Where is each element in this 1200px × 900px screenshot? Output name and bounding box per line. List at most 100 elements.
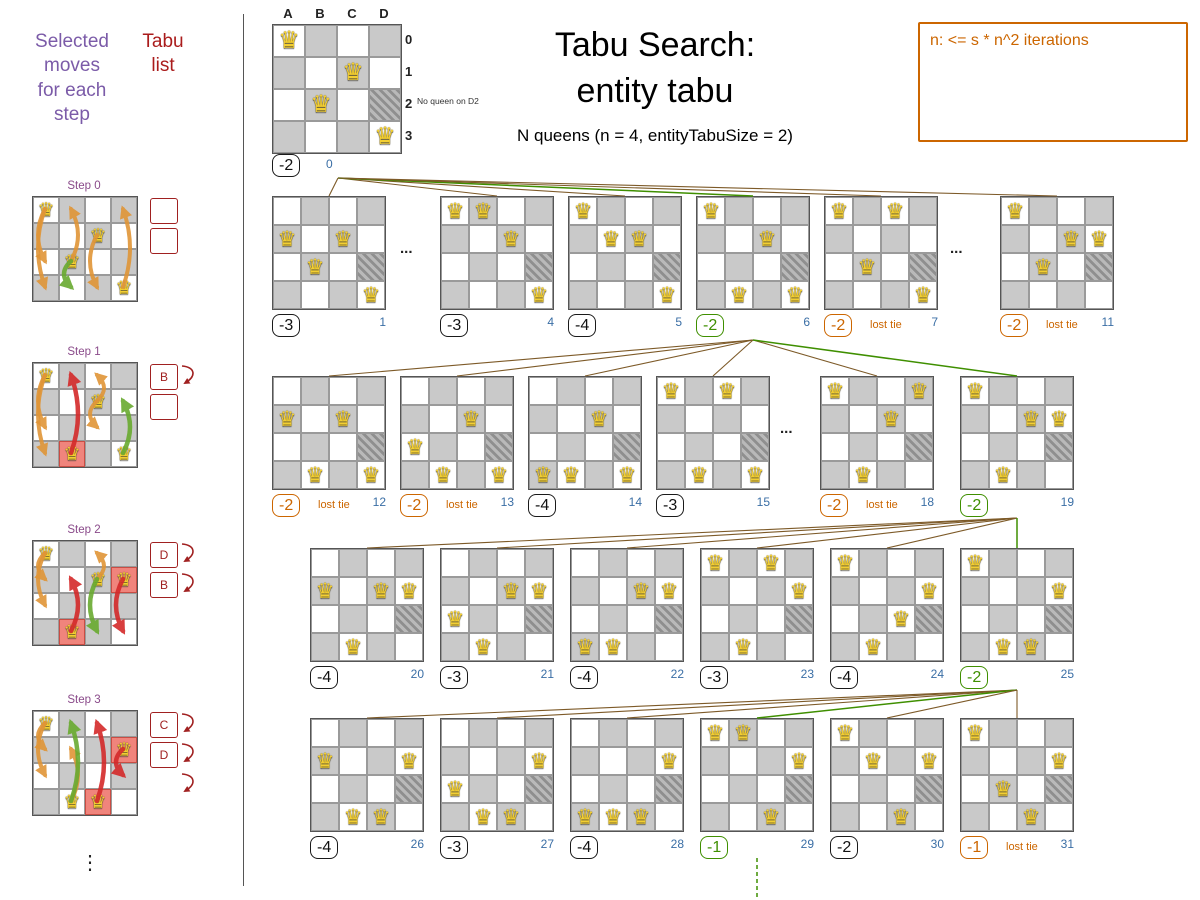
cell-C1: ♛ xyxy=(497,577,525,605)
queen-icon: ♛ xyxy=(853,463,873,487)
queen-icon: ♛ xyxy=(37,365,55,387)
cell-A3 xyxy=(33,441,59,467)
score-badge: -4 xyxy=(528,494,557,517)
cell-A0: ♛ xyxy=(657,377,685,405)
queen-icon: ♛ xyxy=(371,805,391,829)
cell-B1 xyxy=(469,577,497,605)
cell-D2 xyxy=(613,433,641,461)
cell-A1 xyxy=(401,405,429,433)
cell-C2 xyxy=(85,763,111,789)
queen-icon: ♛ xyxy=(1061,227,1081,251)
cell-B0 xyxy=(853,197,881,225)
queen-icon: ♛ xyxy=(361,463,381,487)
queen-icon: ♛ xyxy=(717,379,737,403)
lost-tie-label: lost tie xyxy=(1006,841,1038,853)
cell-A1 xyxy=(441,577,469,605)
cell-C1 xyxy=(757,577,785,605)
cell-D0 xyxy=(655,719,683,747)
cell-B3: ♛ xyxy=(849,461,877,489)
cell-A0 xyxy=(311,719,339,747)
cell-A1 xyxy=(961,405,989,433)
cell-C1: ♛ xyxy=(85,389,111,415)
cell-A0: ♛ xyxy=(33,711,59,737)
cell-C3 xyxy=(757,633,785,661)
queen-icon: ♛ xyxy=(835,721,855,745)
cell-D0 xyxy=(741,377,769,405)
cell-C3 xyxy=(457,461,485,489)
score-badge: -4 xyxy=(570,666,599,689)
tabu-slot xyxy=(150,228,178,254)
cell-A0: ♛ xyxy=(1001,197,1029,225)
score-badge: -2 xyxy=(272,154,301,177)
queen-icon: ♛ xyxy=(405,435,425,459)
cell-C3 xyxy=(85,619,111,645)
board-index: 26 xyxy=(410,837,424,851)
cell-B1 xyxy=(339,747,367,775)
cell-A0: ♛ xyxy=(831,549,859,577)
cell-A3 xyxy=(701,633,729,661)
cell-A0: ♛ xyxy=(701,549,729,577)
cell-A2 xyxy=(273,433,301,461)
cell-C3 xyxy=(1017,461,1045,489)
cell-D0 xyxy=(357,197,385,225)
cell-A1 xyxy=(697,225,725,253)
queen-icon: ♛ xyxy=(863,635,883,659)
solution-board-6: ♛♛♛♛ xyxy=(696,196,810,310)
score-badge: -2 xyxy=(400,494,429,517)
cell-C3: ♛ xyxy=(497,803,525,831)
board-index: 18 xyxy=(920,495,934,509)
cell-C1 xyxy=(713,405,741,433)
solution-board-23: ♛♛♛♛ xyxy=(700,548,814,662)
cell-A2 xyxy=(701,605,729,633)
cell-C0 xyxy=(367,719,395,747)
cell-A1 xyxy=(825,225,853,253)
cell-D0 xyxy=(369,25,401,57)
cell-A3 xyxy=(831,633,859,661)
cell-B1 xyxy=(989,747,1017,775)
cell-B1 xyxy=(59,389,85,415)
tree-ellipsis: ... xyxy=(780,420,793,437)
queen-icon: ♛ xyxy=(575,805,595,829)
tabu-slot: B xyxy=(150,572,178,598)
board-index: 12 xyxy=(372,495,386,509)
queen-icon: ♛ xyxy=(37,713,55,735)
cell-D1: ♛ xyxy=(1045,405,1073,433)
cell-D2 xyxy=(785,775,813,803)
queen-icon: ♛ xyxy=(433,463,453,487)
score-badge: -1 xyxy=(960,836,989,859)
cell-C1 xyxy=(367,747,395,775)
queen-icon: ♛ xyxy=(115,739,133,761)
queen-icon: ♛ xyxy=(501,805,521,829)
cell-A1 xyxy=(33,223,59,249)
queen-icon: ♛ xyxy=(993,777,1013,801)
cell-A1 xyxy=(831,747,859,775)
cell-B0 xyxy=(989,377,1017,405)
cell-C0 xyxy=(85,363,111,389)
cell-C3: ♛ xyxy=(627,803,655,831)
cell-C2 xyxy=(877,433,905,461)
board-index: 30 xyxy=(930,837,944,851)
cell-D2 xyxy=(485,433,513,461)
cell-A1 xyxy=(571,747,599,775)
solution-board-19: ♛♛♛♛ xyxy=(960,376,1074,490)
queen-icon: ♛ xyxy=(761,805,781,829)
cell-D0 xyxy=(1085,197,1113,225)
queen-icon: ♛ xyxy=(705,721,725,745)
cell-A0: ♛ xyxy=(697,197,725,225)
step-label: Step 1 xyxy=(67,346,101,358)
board-index: 4 xyxy=(547,315,554,329)
queen-icon: ♛ xyxy=(63,791,81,813)
cell-C0 xyxy=(757,719,785,747)
cell-D3: ♛ xyxy=(369,121,401,153)
cell-B1 xyxy=(557,405,585,433)
cell-D2 xyxy=(369,89,401,121)
queen-icon: ♛ xyxy=(631,805,651,829)
queen-icon: ♛ xyxy=(1021,635,1041,659)
cell-A1 xyxy=(569,225,597,253)
lost-tie-label: lost tie xyxy=(318,499,350,511)
cell-C3 xyxy=(881,281,909,309)
solution-board-29: ♛♛♛♛ xyxy=(700,718,814,832)
cell-C3 xyxy=(877,461,905,489)
cell-A2 xyxy=(441,253,469,281)
queen-icon: ♛ xyxy=(315,579,335,603)
